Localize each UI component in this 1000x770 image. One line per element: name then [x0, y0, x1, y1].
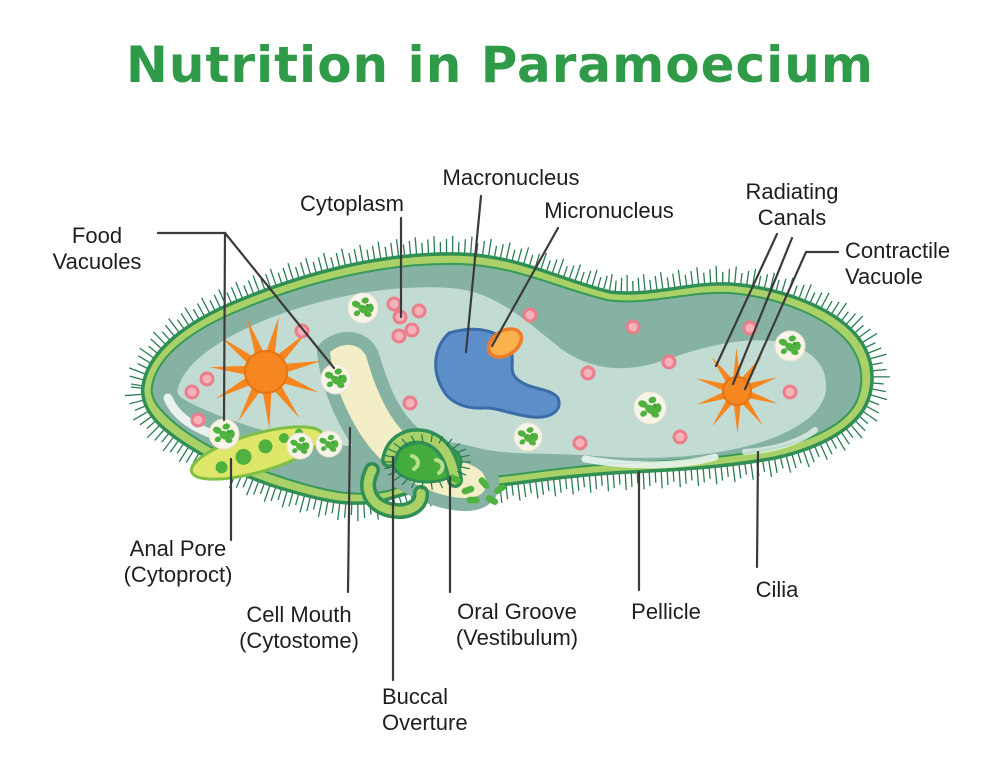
label-cilia: Cilia	[755, 577, 799, 603]
leader-cilia	[755, 450, 760, 569]
label-buccal-overture: Buccal Overture	[382, 684, 468, 735]
label-cytoplasm: Cytoplasm	[300, 191, 404, 217]
food-particles-group	[184, 296, 798, 451]
label-pellicle: Pellicle	[631, 599, 701, 625]
pocket-food-squiggle	[410, 454, 420, 471]
label-food-vacuoles: Food Vacuoles	[52, 223, 142, 274]
diagram-title: Nutrition in Paramoecium	[126, 36, 874, 94]
leader-radiating-canals-1	[714, 232, 779, 368]
label-radiating-canals: Radiating Canals	[745, 179, 839, 230]
label-contractile-vacuole: Contractile Vacuole	[845, 238, 951, 289]
food-bits-group	[448, 474, 506, 505]
label-micronucleus: Micronucleus	[544, 198, 674, 224]
label-oral-groove: Oral Groove (Vestibulum)	[455, 599, 579, 650]
highlight-right	[742, 427, 818, 455]
leader-cell-mouth	[346, 426, 352, 594]
pocket-food-squiggle	[434, 458, 445, 475]
leader-food-vacuoles-2	[223, 231, 336, 370]
leader-contractile-vacuole	[743, 250, 840, 391]
pellicle-fold	[360, 428, 463, 519]
leader-macronucleus	[464, 194, 483, 354]
highlight-bottom	[581, 453, 719, 469]
label-macronucleus: Macronucleus	[442, 165, 580, 191]
label-cell-mouth: Cell Mouth (Cytostome)	[239, 602, 359, 653]
contractile-vacuole-stars	[209, 316, 779, 434]
label-anal-pore: Anal Pore (Cytoproct)	[123, 536, 233, 587]
leader-radiating-canals-2	[731, 236, 794, 386]
food-vacuoles-group	[208, 292, 806, 460]
leader-micronucleus	[490, 226, 560, 348]
leader-lines	[156, 194, 840, 682]
